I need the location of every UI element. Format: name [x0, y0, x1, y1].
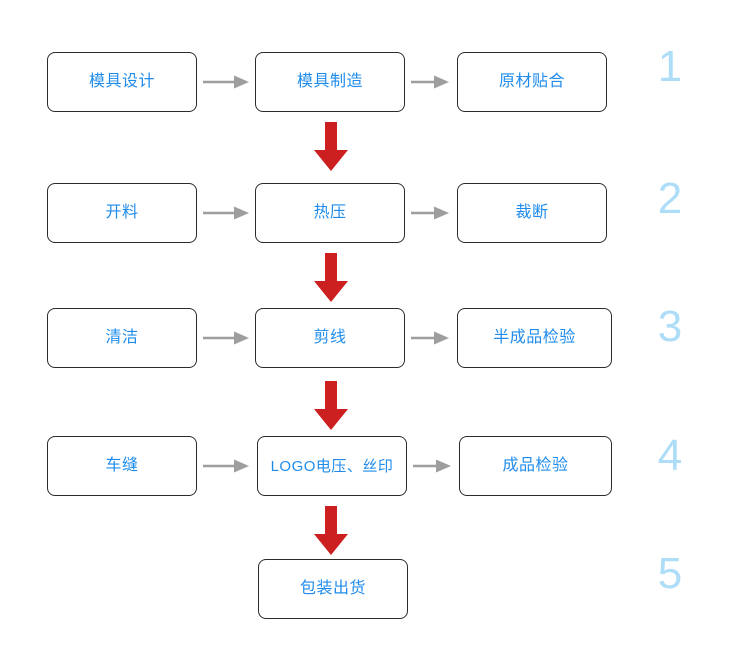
process-box-label: 清洁 — [105, 329, 139, 346]
process-box-logo-printing[interactable]: LOGO电压、丝印 — [257, 436, 407, 496]
process-box-label: 半成品检验 — [493, 329, 576, 346]
process-box-label: 原材贴合 — [498, 73, 565, 90]
arrow-right-icon — [411, 331, 449, 345]
process-box-mold-design[interactable]: 模具设计 — [47, 52, 197, 112]
stage-number-1: 1 — [657, 42, 683, 91]
process-box-label: 剪线 — [313, 329, 347, 346]
process-box-semi-finished-inspection[interactable]: 半成品检验 — [457, 308, 612, 368]
process-box-label: 车缝 — [105, 457, 139, 474]
process-box-label: 热压 — [313, 204, 347, 221]
stage-number-2: 2 — [657, 174, 683, 223]
arrow-down-icon — [314, 122, 348, 171]
process-box-sewing[interactable]: 车缝 — [47, 436, 197, 496]
process-box-label: 开料 — [105, 204, 139, 221]
process-box-thread-trimming[interactable]: 剪线 — [255, 308, 405, 368]
process-box-hot-press[interactable]: 热压 — [255, 183, 405, 243]
process-box-cutting-material[interactable]: 开料 — [47, 183, 197, 243]
process-box-label: 模具制造 — [296, 73, 363, 90]
arrow-right-icon — [203, 75, 249, 89]
process-box-die-cut[interactable]: 裁断 — [457, 183, 607, 243]
arrow-down-icon — [314, 253, 348, 302]
process-box-packaging-shipment[interactable]: 包装出货 — [258, 559, 408, 619]
process-box-final-inspection[interactable]: 成品检验 — [459, 436, 612, 496]
stage-number-4: 4 — [657, 431, 683, 480]
arrow-right-icon — [411, 206, 449, 220]
stage-number-5: 5 — [657, 549, 683, 598]
process-box-label: 成品检验 — [502, 457, 569, 474]
arrow-down-icon — [314, 506, 348, 555]
arrow-right-icon — [413, 459, 451, 473]
process-box-raw-material-lamination[interactable]: 原材贴合 — [457, 52, 607, 112]
arrow-right-icon — [203, 459, 249, 473]
arrow-right-icon — [203, 331, 249, 345]
arrow-right-icon — [411, 75, 449, 89]
process-box-label: 包装出货 — [299, 580, 366, 597]
process-box-mold-manufacture[interactable]: 模具制造 — [255, 52, 405, 112]
stage-number-3: 3 — [657, 302, 683, 351]
process-box-label: 裁断 — [515, 204, 549, 221]
process-box-label: 模具设计 — [88, 73, 155, 90]
arrow-right-icon — [203, 206, 249, 220]
arrow-down-icon — [314, 381, 348, 430]
process-box-cleaning[interactable]: 清洁 — [47, 308, 197, 368]
process-box-label: LOGO电压、丝印 — [270, 457, 394, 475]
